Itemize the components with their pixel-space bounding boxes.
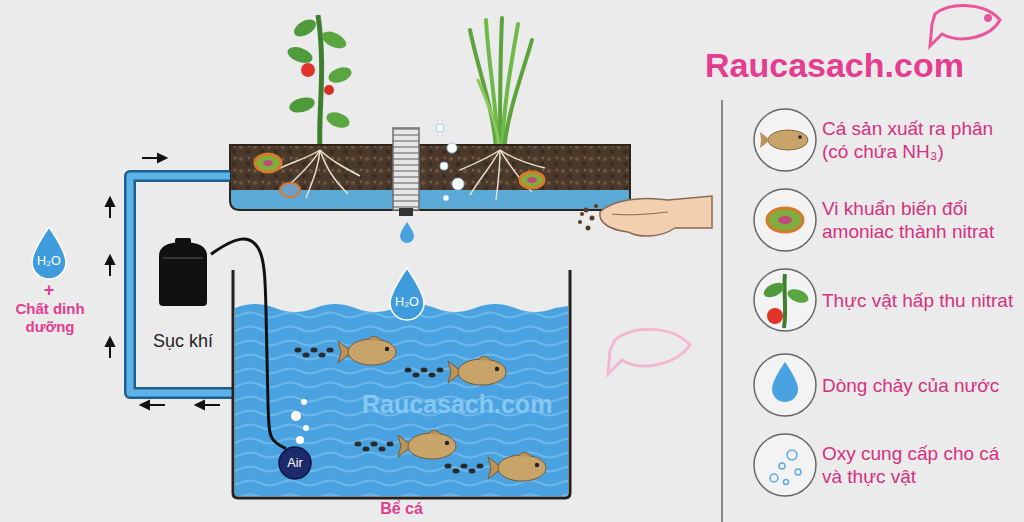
return-pipe [130, 176, 233, 393]
node-label: Air [278, 446, 312, 480]
water-drop-shape [386, 266, 428, 322]
fish-tank [233, 270, 570, 498]
legend-entry: Cá sản xuất ra phân (có chứa NH₃) [822, 106, 1018, 174]
node-label: H₂O [28, 253, 70, 269]
fish [295, 336, 397, 365]
green-onion [470, 18, 532, 150]
legend-entry: Oxy cung cấp cho cá và thực vật [822, 431, 1018, 499]
legend-text: Thực vật hấp thu nitrat [822, 289, 1013, 312]
air-stone: Air [278, 446, 312, 480]
air-bubble [296, 436, 304, 444]
watermark: Raucasach.com [362, 390, 562, 419]
node-label: Sục khí [131, 330, 235, 352]
legend-icons [754, 109, 816, 496]
watermark-fish-icon [608, 329, 690, 374]
water-drop-shape [28, 225, 70, 281]
legend-entry: Vi khuẩn biến đổi amoniac thành nitrat [822, 186, 1018, 254]
grow-bed [230, 124, 630, 243]
air-pump-shape [155, 238, 211, 308]
fish [355, 430, 457, 459]
air-pump: Sục khí [155, 238, 211, 308]
water-drip [400, 222, 414, 243]
divider-line [721, 100, 723, 522]
air-bubble [301, 399, 307, 405]
fish [405, 356, 507, 385]
logo-fish-icon [930, 6, 1000, 46]
flow-arrows [106, 154, 220, 409]
plus-sign: + [38, 280, 60, 300]
legend-text: Vi khuẩn biến đổi amoniac thành nitrat [822, 197, 1018, 243]
node-label: H₂O [386, 294, 428, 310]
air-bubble [291, 411, 301, 421]
legend-text: Oxy cung cấp cho cá và thực vật [822, 442, 1018, 488]
legend-text: Dòng chảy của nước [822, 374, 999, 397]
legend-entry: Thực vật hấp thu nitrat [822, 266, 1018, 334]
filter-column [393, 128, 419, 210]
air-bubble [303, 425, 309, 431]
water-drop: H₂O [28, 225, 70, 281]
fish [445, 452, 547, 481]
legend-text: Cá sản xuất ra phân (có chứa NH₃) [822, 117, 1018, 163]
water-drop: H₂O [386, 266, 428, 322]
nutrient-label: Chất dinh dưỡng [4, 300, 96, 336]
legend-entry: Dòng chảy của nước [822, 351, 1018, 419]
node-label: Bể cá [233, 500, 570, 518]
site-logo: Raucasach.com [705, 46, 1005, 85]
feeding-hand [578, 196, 712, 236]
air-hose [211, 239, 286, 448]
tomato-plant [285, 15, 353, 150]
